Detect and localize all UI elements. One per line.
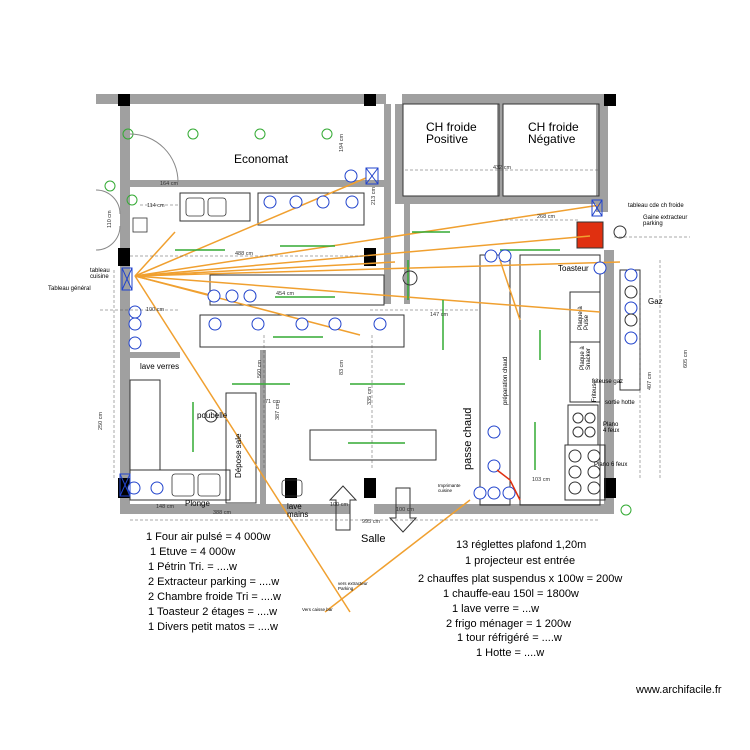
label-sortie-hotte: sortie hotte — [605, 400, 635, 406]
cold-room-negative — [502, 103, 600, 197]
dim-83: 83 cm — [339, 360, 345, 375]
dim-560: 560 cm — [257, 359, 263, 378]
dim-147: 147 cm — [430, 312, 449, 318]
consumption-right-item: 1 Hotte = ....w — [476, 647, 545, 659]
consumption-right-item: 2 frigo ménager = 1 200w — [446, 618, 572, 630]
label-depose-sale: Dépose sale — [234, 433, 243, 478]
dim-194: 194 cm — [339, 133, 345, 152]
walls — [96, 94, 614, 514]
dim-407: 407 cm — [647, 371, 653, 390]
dim-100: 100 cm — [146, 307, 165, 313]
consumption-left-item: 1 Divers petit matos = ....w — [148, 621, 278, 633]
dim-71: 71 cm — [265, 399, 280, 405]
dimension-lines — [100, 169, 690, 521]
label-lave-mains: lave mains — [287, 502, 309, 519]
dim-110: 110 cm — [107, 210, 113, 228]
consumption-left-item: 2 Chambre froide Tri = ....w — [148, 591, 281, 603]
dim-268: 268 cm — [537, 214, 556, 220]
dim-250: 250 cm — [98, 411, 104, 430]
watermark: www.archifacile.fr — [636, 684, 722, 696]
consumption-right-item: 1 projecteur est entrée — [465, 555, 576, 567]
label-plano-4: Plano 4 feux — [603, 422, 620, 434]
label-imprimante: Imprimante cuisine — [438, 483, 461, 493]
dim-103: 103 cm — [532, 477, 551, 483]
dim-100c: 100 cm — [396, 507, 415, 513]
consumption-left-item: 2 Extracteur parking = ....w — [148, 576, 280, 588]
label-tableau-general: Tableau général — [48, 286, 91, 292]
consumption-right-item: 1 chauffe-eau 150l = 1800w — [443, 588, 579, 600]
doors — [95, 133, 179, 251]
cold-room-positive — [402, 103, 500, 197]
outlets — [127, 169, 638, 500]
dim-114: 114 cm — [147, 203, 165, 209]
room-ch-froide-negative: CH froide Négative — [528, 120, 579, 146]
label-plonge: Plonge — [185, 499, 210, 508]
label-plaque-snacker: Plaque à Snacker — [580, 346, 592, 370]
consumption-left-item: 1 Four air pulsé = 4 000w — [146, 531, 271, 543]
dim-213: 213 cm — [371, 186, 377, 205]
entrance-arrows — [328, 485, 418, 533]
consumption-right-item: 1 tour réfrigéré = ....w — [457, 632, 562, 644]
dim-164: 164 cm — [160, 181, 179, 187]
consumption-right-item: 13 réglettes plafond 1,20m — [456, 539, 587, 551]
label-poubelle: poubelle — [197, 411, 228, 420]
label-lave-verres: lave verres — [140, 362, 180, 371]
label-plano-6: Plano 6 feux — [594, 462, 628, 468]
consumption-left-item: 1 Pétrin Tri. = ....w — [148, 561, 237, 573]
label-plaque-pulse: Plaque à Pulse — [578, 306, 590, 330]
label-gaine-extracteur: Gaine extracteur parking — [643, 215, 688, 227]
room-salle: Salle — [361, 533, 386, 545]
dim-432: 432 cm — [493, 165, 512, 171]
cold-room-control-panel — [576, 221, 604, 249]
dim-488: 488 cm — [235, 251, 254, 257]
dim-148: 148 cm — [156, 504, 175, 510]
label-preparation-chaud: préparation chaud — [503, 356, 509, 405]
red-cable — [496, 469, 521, 501]
electrical-panels — [119, 167, 603, 497]
label-passe-chaud: passe chaud — [462, 407, 474, 470]
room-economat: Economat — [234, 152, 289, 166]
consumption-left-item: 1 Etuve = 4 000w — [150, 546, 236, 558]
dim-388: 388 cm — [213, 510, 232, 516]
sinks — [132, 197, 303, 497]
cooktops — [204, 225, 638, 495]
dim-100b: 100 cm — [330, 502, 349, 508]
label-tableau-cuisine: tableau cuisine — [90, 268, 110, 280]
consumption-left-item: 1 Toasteur 2 étages = ....w — [148, 606, 278, 618]
room-ch-froide-positive: CH froide Positive — [426, 120, 477, 146]
dim-454: 454 cm — [276, 291, 295, 297]
label-friteuse-gaz: friteuse gaz — [592, 379, 624, 385]
dim-335: 335 cm — [367, 386, 373, 405]
label-friteuse: Friteuse — [592, 380, 598, 402]
label-toasteur: Toasteur — [558, 264, 589, 273]
label-vers-caisse: Vers caisse bar — [302, 607, 333, 612]
dim-605: 605 cm — [683, 349, 689, 368]
consumption-right-item: 1 lave verre = ...w — [452, 603, 540, 615]
consumption-right-item: 2 chauffes plat suspendus x 100w = 200w — [418, 573, 623, 585]
label-tableau-cde: tableau cde ch froide — [628, 203, 684, 209]
light-tubes — [175, 231, 560, 470]
label-gaz: Gaz — [648, 297, 663, 306]
dim-995: 995 cm — [362, 519, 381, 525]
label-vers-extracteur: vers extracteur Parking — [338, 581, 368, 591]
